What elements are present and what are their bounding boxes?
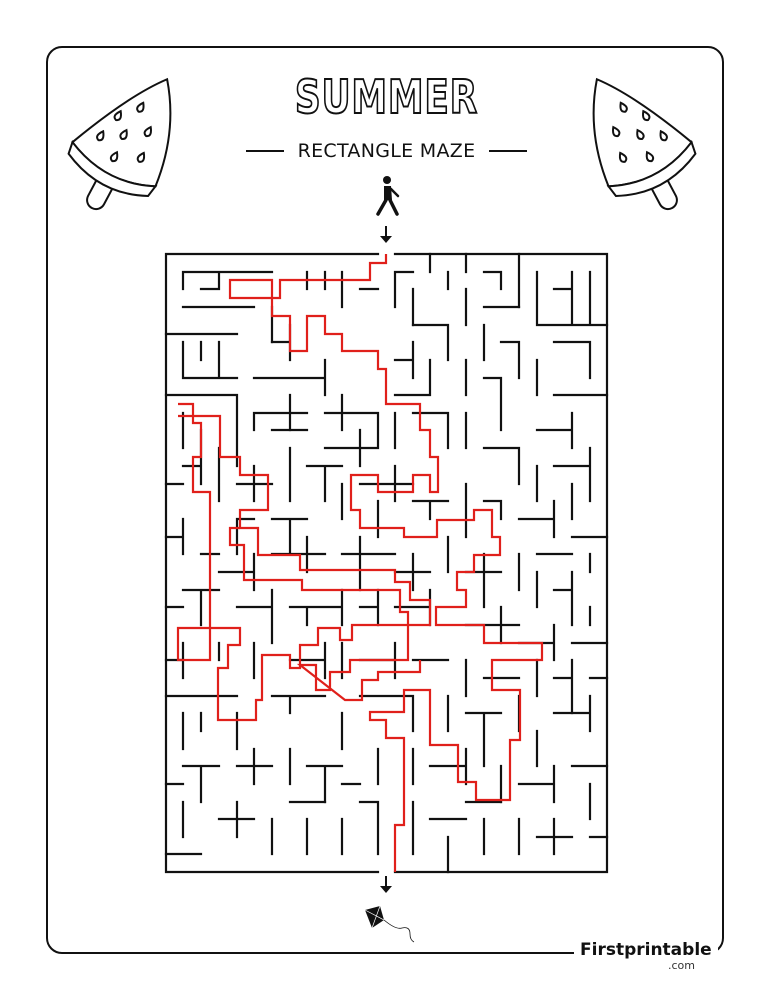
- maze-solution-path: [228, 254, 544, 872]
- arrow-down-icon: [380, 226, 392, 243]
- arrow-down-icon: [380, 876, 392, 893]
- brand-tld: .com: [668, 959, 695, 972]
- maze-solution-path: [228, 526, 422, 702]
- walking-person-icon: [376, 176, 400, 216]
- maze-solution-path: [176, 402, 432, 722]
- watermelon-popsicle-icon: [67, 77, 172, 211]
- page-subtitle: RECTANGLE MAZE: [297, 140, 476, 162]
- brand-logo: Firstprintable .com: [574, 940, 718, 972]
- brand-name: Firstprintable: [580, 940, 712, 960]
- subtitle-row: RECTANGLE MAZE: [0, 140, 773, 162]
- page-frame: [46, 46, 724, 954]
- subtitle-rule-right: [489, 150, 528, 152]
- kite-icon: [364, 905, 415, 943]
- subtitle-rule-left: [245, 150, 284, 152]
- page-title: SUMMER: [294, 69, 479, 125]
- watermelon-popsicle-icon: [592, 77, 697, 211]
- maze-grid: [164, 252, 609, 874]
